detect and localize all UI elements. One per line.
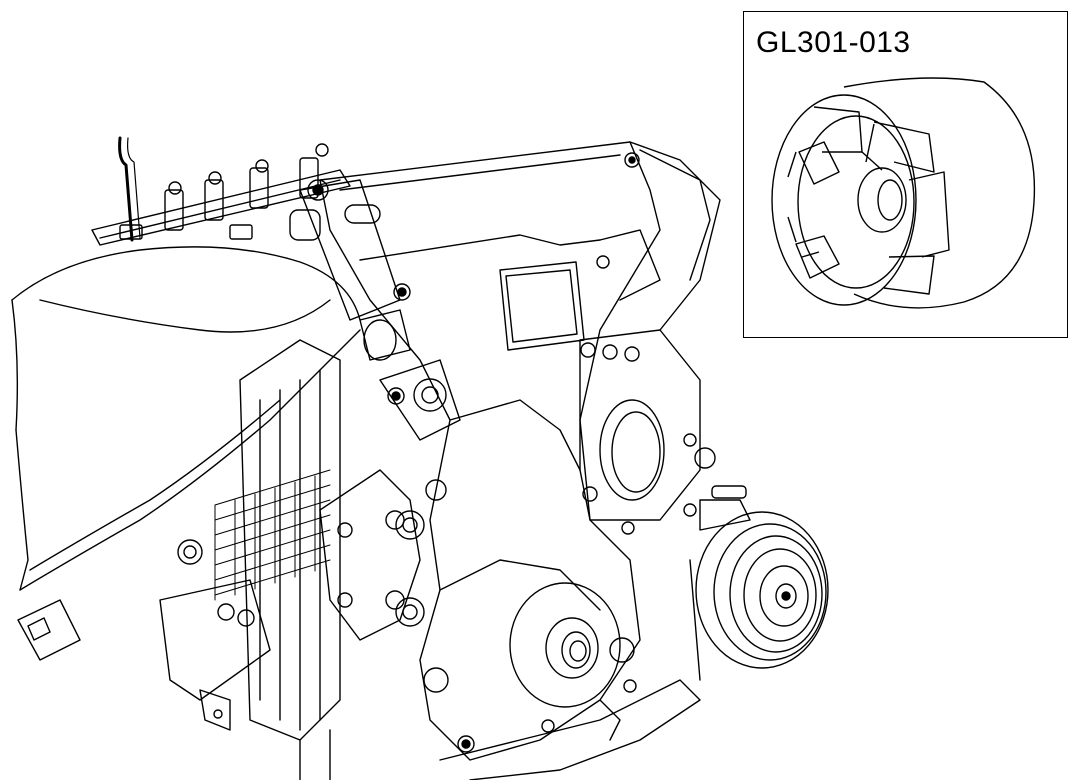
cylinder-block [159, 339, 341, 780]
oil-pan [439, 679, 701, 780]
lifting-eye [177, 152, 640, 627]
cam-cover [599, 141, 721, 331]
special-tool-callout: GL301-013 [743, 11, 1068, 338]
crankshaft-pulley [457, 582, 637, 753]
engine-mount-bracket [319, 359, 461, 693]
timing-cover [319, 141, 661, 761]
fuel-rail [91, 136, 351, 246]
intake-manifold [11, 246, 361, 661]
ac-compressor-pulley [689, 485, 829, 681]
tool-number-label: GL301-013 [756, 26, 911, 59]
seal-housing [579, 329, 716, 535]
special-tool-drawing [771, 77, 1036, 309]
